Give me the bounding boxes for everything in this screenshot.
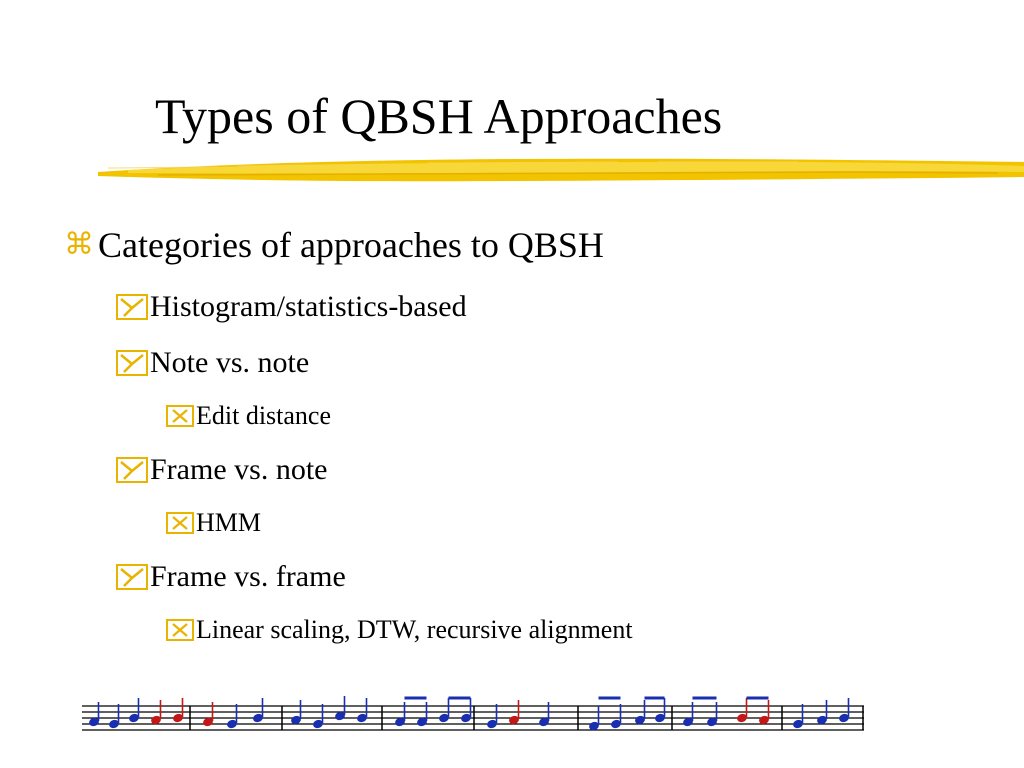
bullet-text: Categories of approaches to QBSH [98, 225, 604, 265]
music-note-icon [707, 717, 717, 727]
checkbox-x-icon [166, 619, 194, 641]
music-note-icon [793, 719, 803, 729]
music-note-icon [129, 713, 139, 723]
bullet-level3: HMM [166, 506, 261, 540]
music-note-icon [109, 719, 119, 729]
checkbox-y-icon [116, 564, 148, 590]
checkbox-x-icon [166, 512, 194, 534]
music-note-icon [173, 713, 183, 723]
music-note-icon [759, 715, 769, 725]
bullet-text: Edit distance [196, 401, 332, 430]
bullet-level2: Histogram/statistics-based [116, 288, 467, 326]
bullet-text: Frame vs. note [150, 453, 328, 486]
slide-title: Types of QBSH Approaches [155, 88, 723, 144]
bullet-level1: ⌘ Categories of approaches to QBSH [64, 222, 604, 268]
command-key-icon: ⌘ [64, 227, 94, 262]
bullet-level2: Frame vs. note [116, 451, 327, 489]
bullet-text: Note vs. note [150, 346, 310, 379]
bullet-text: Linear scaling, DTW, recursive alignment [196, 615, 633, 644]
bullet-level2: Note vs. note [116, 344, 309, 382]
music-note-icon [313, 719, 323, 729]
music-note-icon [291, 715, 301, 725]
music-note-icon [589, 721, 599, 731]
music-note-icon [203, 717, 213, 727]
music-note-icon [737, 713, 747, 723]
music-staff-decoration [82, 696, 864, 731]
music-note-icon [461, 713, 471, 723]
music-note-icon [395, 717, 405, 727]
music-note-icon [253, 713, 263, 723]
music-note-icon [89, 717, 99, 727]
music-note-icon [417, 717, 427, 727]
music-note-icon [487, 719, 497, 729]
checkbox-x-icon [166, 405, 194, 427]
bullet-level2: Frame vs. frame [116, 558, 346, 596]
music-note-icon [611, 719, 621, 729]
bullet-text: Frame vs. frame [150, 560, 346, 593]
music-note-icon [539, 717, 549, 727]
bullet-text: Histogram/statistics-based [150, 290, 467, 323]
bullet-text: HMM [196, 508, 262, 537]
music-note-icon [839, 713, 849, 723]
music-note-icon [439, 713, 449, 723]
music-note-icon [635, 715, 645, 725]
music-note-icon [357, 713, 367, 723]
bullet-level3: Linear scaling, DTW, recursive alignment [166, 613, 633, 647]
music-note-icon [227, 719, 237, 729]
checkbox-y-icon [116, 350, 148, 376]
music-note-icon [151, 715, 161, 725]
bullet-level3: Edit distance [166, 399, 331, 433]
checkbox-y-icon [116, 457, 148, 483]
title-brush-underline [98, 158, 1024, 182]
music-note-icon [509, 715, 519, 725]
music-note-icon [335, 711, 345, 721]
music-note-icon [655, 713, 665, 723]
checkbox-y-icon [116, 294, 148, 320]
music-note-icon [817, 715, 827, 725]
music-note-icon [683, 717, 693, 727]
